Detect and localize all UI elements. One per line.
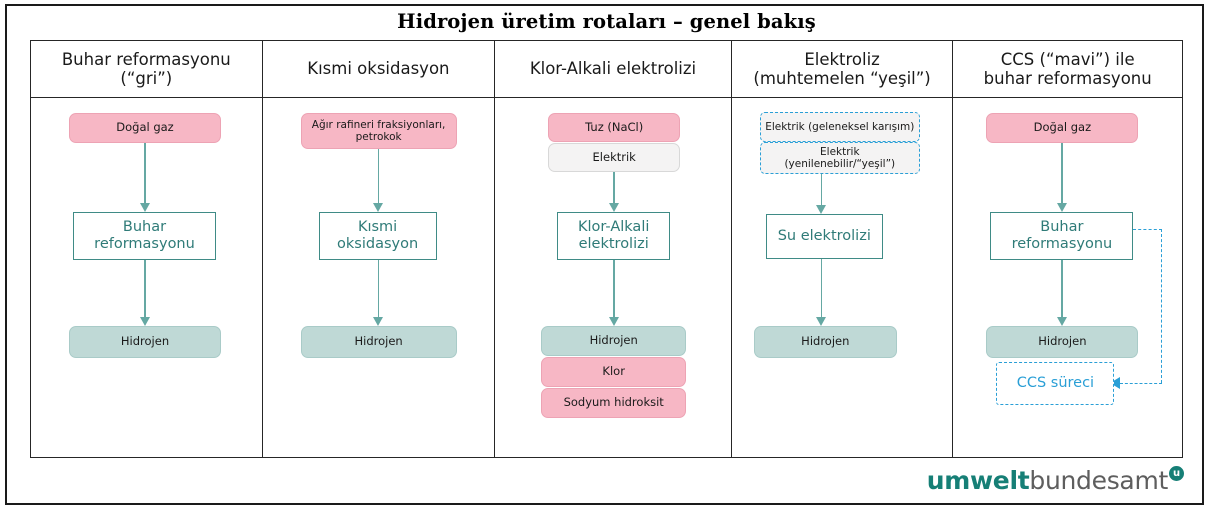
- logo-text-regular: bundesamt: [1029, 466, 1168, 495]
- node-process-partial-oxidation[interactable]: Kısmi oksidasyon: [318, 212, 437, 260]
- node-label: CCS süreci: [1016, 374, 1095, 391]
- node-label: Su elektrolizi: [777, 227, 871, 244]
- node-process-water-electrolysis[interactable]: Su elektrolizi: [765, 214, 883, 259]
- node-process-chlor-alkali-electrolysis[interactable]: Klor-Alkali elektrolizi: [557, 212, 671, 260]
- column-header-line: Klor-Alkali elektrolizi: [529, 59, 697, 79]
- node-output-chlorine[interactable]: Klor: [541, 357, 687, 387]
- node-input-electricity[interactable]: Elektrik: [548, 143, 681, 172]
- node-output-hydrogen[interactable]: Hidrojen: [300, 326, 457, 358]
- column-header-line: Kısmi oksidasyon: [307, 59, 450, 79]
- node-label: Klor-Alkali elektrolizi: [577, 218, 650, 252]
- node-label: Buhar reformasyonu: [1011, 218, 1113, 252]
- ccs-connector-segment-top: [1133, 229, 1163, 230]
- routes-table: Buhar reformasyonu (“gri”) Doğal gaz Buh…: [30, 40, 1183, 458]
- node-output-hydrogen[interactable]: Hidrojen: [69, 326, 221, 358]
- column-header-chlor-alkali: Klor-Alkali elektrolizi: [495, 41, 731, 98]
- node-output-sodium-hydroxide[interactable]: Sodyum hidroksit: [541, 388, 687, 418]
- column-body-steam-reforming: Doğal gaz Buhar reformasyonu Hidrojen: [31, 98, 262, 457]
- node-label: Kısmi oksidasyon: [337, 218, 419, 252]
- column-steam-reforming: Buhar reformasyonu (“gri”) Doğal gaz Buh…: [31, 41, 263, 457]
- umweltbundesamt-logo: umwelt bundesamt u: [926, 466, 1184, 495]
- column-body-chlor-alkali: Tuz (NaCl) Elektrik Klor-Alkali elektrol…: [495, 98, 731, 457]
- column-header-steam-reforming: Buhar reformasyonu (“gri”): [31, 41, 262, 98]
- column-header-line: buhar reformasyonu: [983, 69, 1152, 88]
- node-ccs-process[interactable]: CCS süreci: [996, 362, 1115, 405]
- column-header-line: Buhar reformasyonu: [61, 49, 231, 69]
- column-header-line: Elektroliz: [804, 49, 880, 69]
- node-input-heavy-refinery-fractions[interactable]: Ağır rafineri fraksiyonları, petrokok: [300, 113, 457, 149]
- column-header-partial-oxidation: Kısmi oksidasyon: [262, 41, 495, 98]
- column-electrolysis: Elektroliz (muhtemelen “yeşil”) Elektrik…: [731, 41, 954, 457]
- logo-mark-icon: u: [1169, 466, 1184, 481]
- logo-text-bold: umwelt: [926, 466, 1030, 495]
- column-body-ccs-steam-reforming: Doğal gaz Buhar reformasyonu Hidrojen: [953, 98, 1182, 457]
- ccs-connector-segment-vertical: [1161, 229, 1163, 383]
- node-output-hydrogen[interactable]: Hidrojen: [753, 326, 897, 358]
- column-body-partial-oxidation: Ağır rafineri fraksiyonları, petrokok Kı…: [263, 98, 495, 457]
- column-ccs-steam-reforming: CCS (“mavi”) ile buhar reformasyonu Doğa…: [953, 41, 1182, 457]
- column-chlor-alkali: Klor-Alkali elektrolizi Tuz (NaCl) Elekt…: [495, 41, 732, 457]
- page-title: Hidrojen üretim rotaları – genel bakış: [397, 10, 816, 33]
- node-input-electricity-renewable[interactable]: Elektrik (yenilenebilir/“yeşil”): [759, 142, 920, 174]
- ccs-connector-segment-bottom: [1120, 383, 1163, 384]
- column-partial-oxidation: Kısmi oksidasyon Ağır rafineri fraksiyon…: [262, 41, 496, 457]
- column-header-line: (muhtemelen “yeşil”): [753, 69, 931, 88]
- diagram-frame: Hidrojen üretim rotaları – genel bakış B…: [5, 4, 1204, 505]
- node-input-electricity-conventional[interactable]: Elektrik (geleneksel karışım): [759, 112, 920, 142]
- node-input-salt[interactable]: Tuz (NaCl): [548, 113, 681, 142]
- ccs-connector-arrowhead: [1110, 377, 1121, 389]
- node-label: Buhar reformasyonu: [94, 218, 195, 252]
- node-input-natural-gas[interactable]: Doğal gaz: [69, 113, 221, 143]
- node-input-natural-gas[interactable]: Doğal gaz: [986, 113, 1139, 143]
- node-process-steam-reforming[interactable]: Buhar reformasyonu: [73, 212, 216, 260]
- column-header-line: (“gri”): [120, 69, 173, 88]
- node-output-hydrogen[interactable]: Hidrojen: [986, 326, 1139, 358]
- column-header-electrolysis: Elektroliz (muhtemelen “yeşil”): [731, 41, 953, 98]
- node-process-steam-reforming[interactable]: Buhar reformasyonu: [990, 212, 1134, 260]
- node-output-hydrogen[interactable]: Hidrojen: [541, 326, 687, 356]
- column-header-line: CCS (“mavi”) ile: [1000, 49, 1135, 69]
- column-body-electrolysis: Elektrik (geleneksel karışım) Elektrik (…: [732, 98, 953, 457]
- column-header-ccs-steam-reforming: CCS (“mavi”) ile buhar reformasyonu: [953, 41, 1182, 98]
